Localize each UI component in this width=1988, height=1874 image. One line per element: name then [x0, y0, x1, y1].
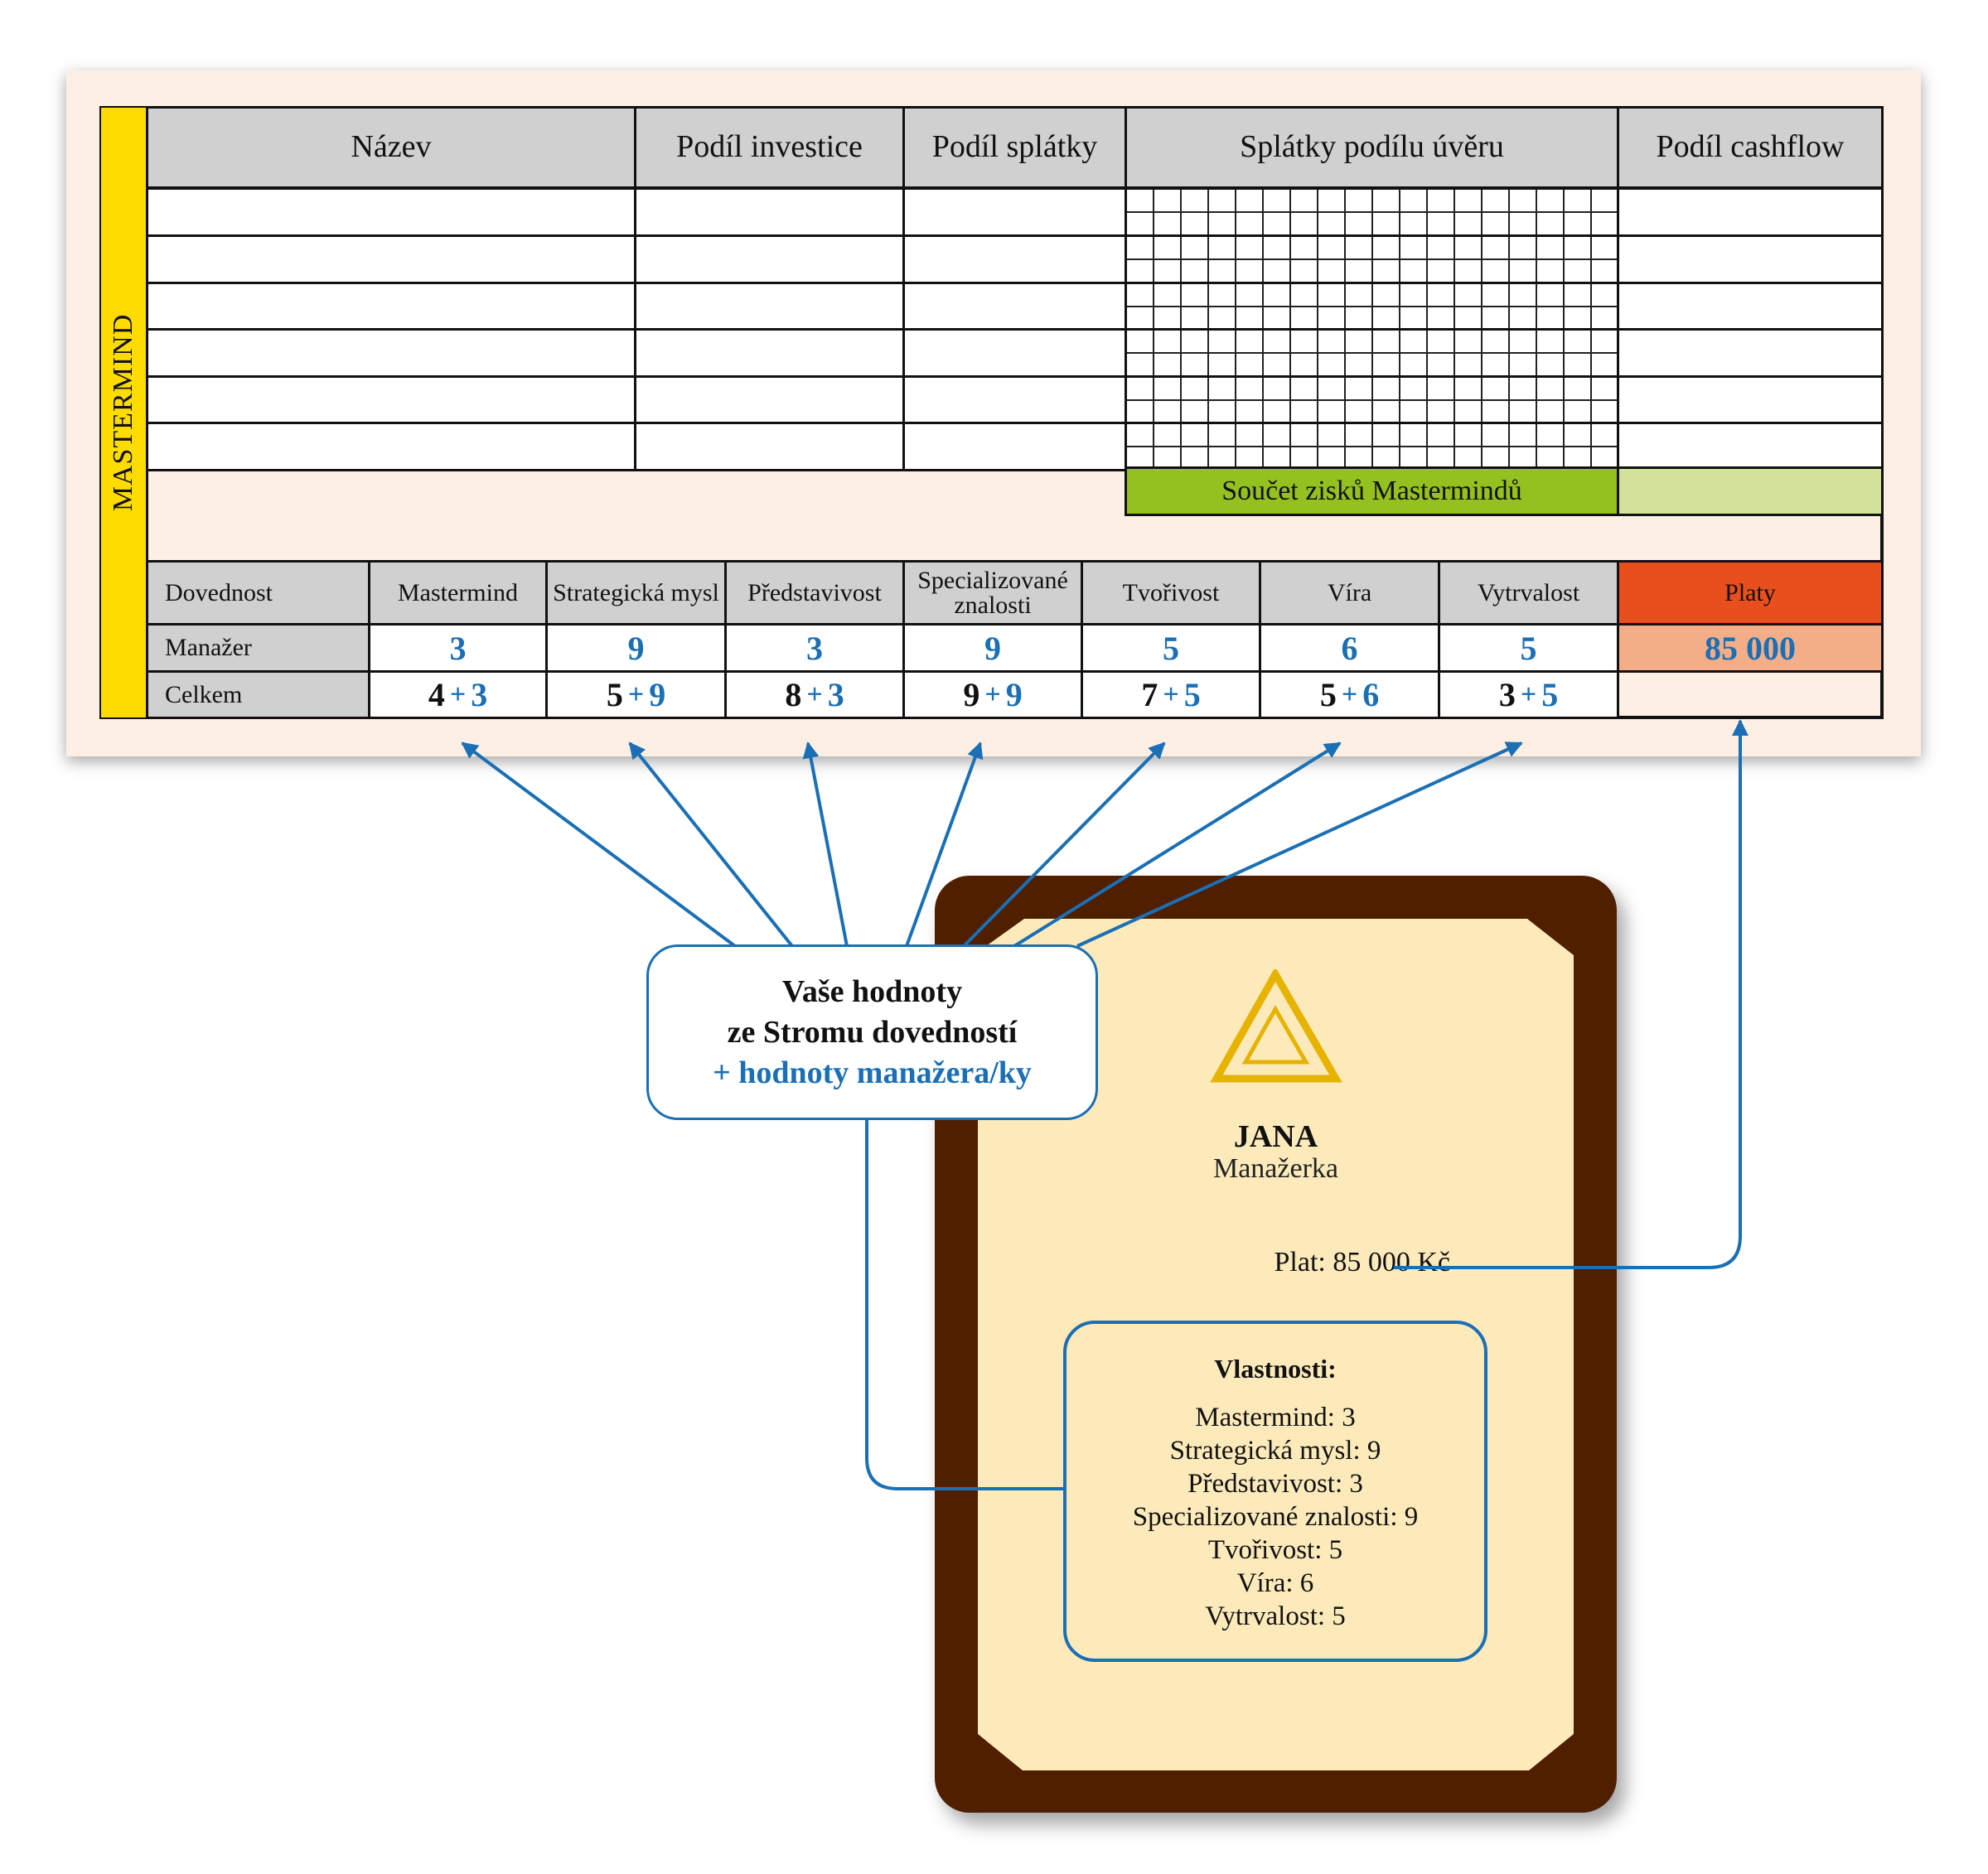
added-value: 3 [471, 676, 488, 713]
added-value: 6 [1362, 676, 1380, 713]
salary-connector-arrow [1394, 719, 1749, 1269]
card-property: Vytrvalost: 5 [1205, 1601, 1346, 1631]
card-properties-title: Vlastnosti: [1214, 1354, 1337, 1384]
skill-arrow [962, 741, 1166, 948]
triangle-icon [1210, 969, 1342, 1083]
card-property: Představivost: 3 [1187, 1469, 1363, 1499]
callout-line-1: Vaše hodnoty [781, 974, 963, 1009]
skill-arrow [1076, 741, 1523, 948]
total-value: 5+9 [545, 670, 727, 719]
card-name: JANA [1233, 1119, 1318, 1154]
properties-connector-line [865, 1120, 1063, 1490]
card-properties-box: Vlastnosti: Mastermind: 3 Strategická mys… [1063, 1321, 1487, 1662]
card-property: Víra: 6 [1236, 1568, 1314, 1598]
skill-arrow [628, 741, 794, 948]
card-property: Tvořivost: 5 [1207, 1535, 1343, 1565]
skill-header: Vytrvalost [1438, 560, 1619, 625]
header-podil-investice: Podíl investice [634, 106, 905, 189]
skill-header: Mastermind [368, 560, 548, 625]
callout-line-2: ze Stromu dovedností [727, 1015, 1018, 1050]
podil-cashflow-cell[interactable] [1617, 282, 1884, 331]
skill-header: Strategická mysl [545, 560, 727, 625]
card-property: Mastermind: 3 [1195, 1403, 1356, 1432]
nazev-cell[interactable] [146, 187, 636, 237]
total-value: 5+6 [1259, 670, 1440, 719]
skill-header: Představivost [724, 560, 905, 625]
nazev-cell[interactable] [146, 234, 636, 284]
skill-arrow [802, 741, 849, 947]
added-value: 9 [1005, 676, 1023, 713]
total-value: 9+9 [902, 670, 1083, 719]
loan-grid-cell[interactable] [1125, 282, 1619, 331]
skill-arrow [1013, 741, 1342, 948]
podil-cashflow-cell[interactable] [1617, 234, 1884, 284]
added-value: 5 [1541, 676, 1559, 713]
mastermind-side-label: MASTERMIND [101, 108, 148, 717]
skill-arrow [461, 741, 737, 948]
plus-sign: + [449, 679, 467, 710]
total-value: 7+5 [1081, 670, 1261, 719]
row-header-dovednost: Dovednost [146, 560, 370, 625]
callout-line-3: + hodnoty manažera/ky [713, 1055, 1032, 1090]
sum-value-field[interactable] [1617, 466, 1884, 516]
nazev-cell[interactable] [146, 328, 636, 378]
own-value: 3 [1498, 676, 1516, 713]
plus-sign: + [806, 679, 823, 710]
own-value: 5 [1319, 676, 1337, 713]
nazev-cell[interactable] [146, 375, 636, 425]
own-value: 5 [606, 676, 623, 713]
own-value: 8 [785, 676, 802, 713]
row-header-celkem: Celkem [146, 670, 370, 719]
added-value: 3 [827, 676, 844, 713]
card-property: Specializované znalosti: 9 [1132, 1502, 1419, 1532]
own-value: 7 [1141, 676, 1158, 713]
podil-splatky-cell[interactable] [902, 375, 1127, 425]
plus-sign: + [1163, 679, 1179, 710]
callout-bubble: Vaše hodnoty ze Stromu dovedností + hodn… [646, 944, 1098, 1120]
podil-splatky-cell[interactable] [902, 234, 1127, 284]
card-salary: Plat: 85 000 Kč [1274, 1247, 1450, 1278]
own-value: 9 [963, 676, 980, 713]
podil-investice-cell[interactable] [634, 282, 905, 331]
podil-cashflow-cell[interactable] [1617, 422, 1884, 471]
total-value: 3+5 [1438, 670, 1619, 719]
total-value: 8+3 [724, 670, 905, 719]
added-value: 9 [649, 676, 666, 713]
added-value: 5 [1183, 676, 1201, 713]
plus-sign: + [627, 679, 645, 710]
loan-grid-cell[interactable] [1125, 375, 1619, 425]
own-value: 4 [428, 676, 445, 713]
plus-sign: + [1341, 679, 1358, 710]
skill-arrow [905, 741, 984, 947]
salary-value: 85 000 [1617, 623, 1884, 673]
podil-splatky-cell[interactable] [902, 422, 1127, 471]
total-value: 4+3 [368, 670, 548, 719]
manager-value: 3 [368, 623, 548, 673]
card-property: Strategická mysl: 9 [1169, 1436, 1381, 1466]
plus-sign: + [1520, 679, 1537, 710]
nazev-cell[interactable] [146, 422, 636, 471]
card-role: Manažerka [1212, 1153, 1338, 1184]
plus-sign: + [984, 679, 1001, 710]
salary-header: Platy [1617, 560, 1884, 625]
sum-label: Součet zisků Mastermindů [1125, 466, 1619, 516]
